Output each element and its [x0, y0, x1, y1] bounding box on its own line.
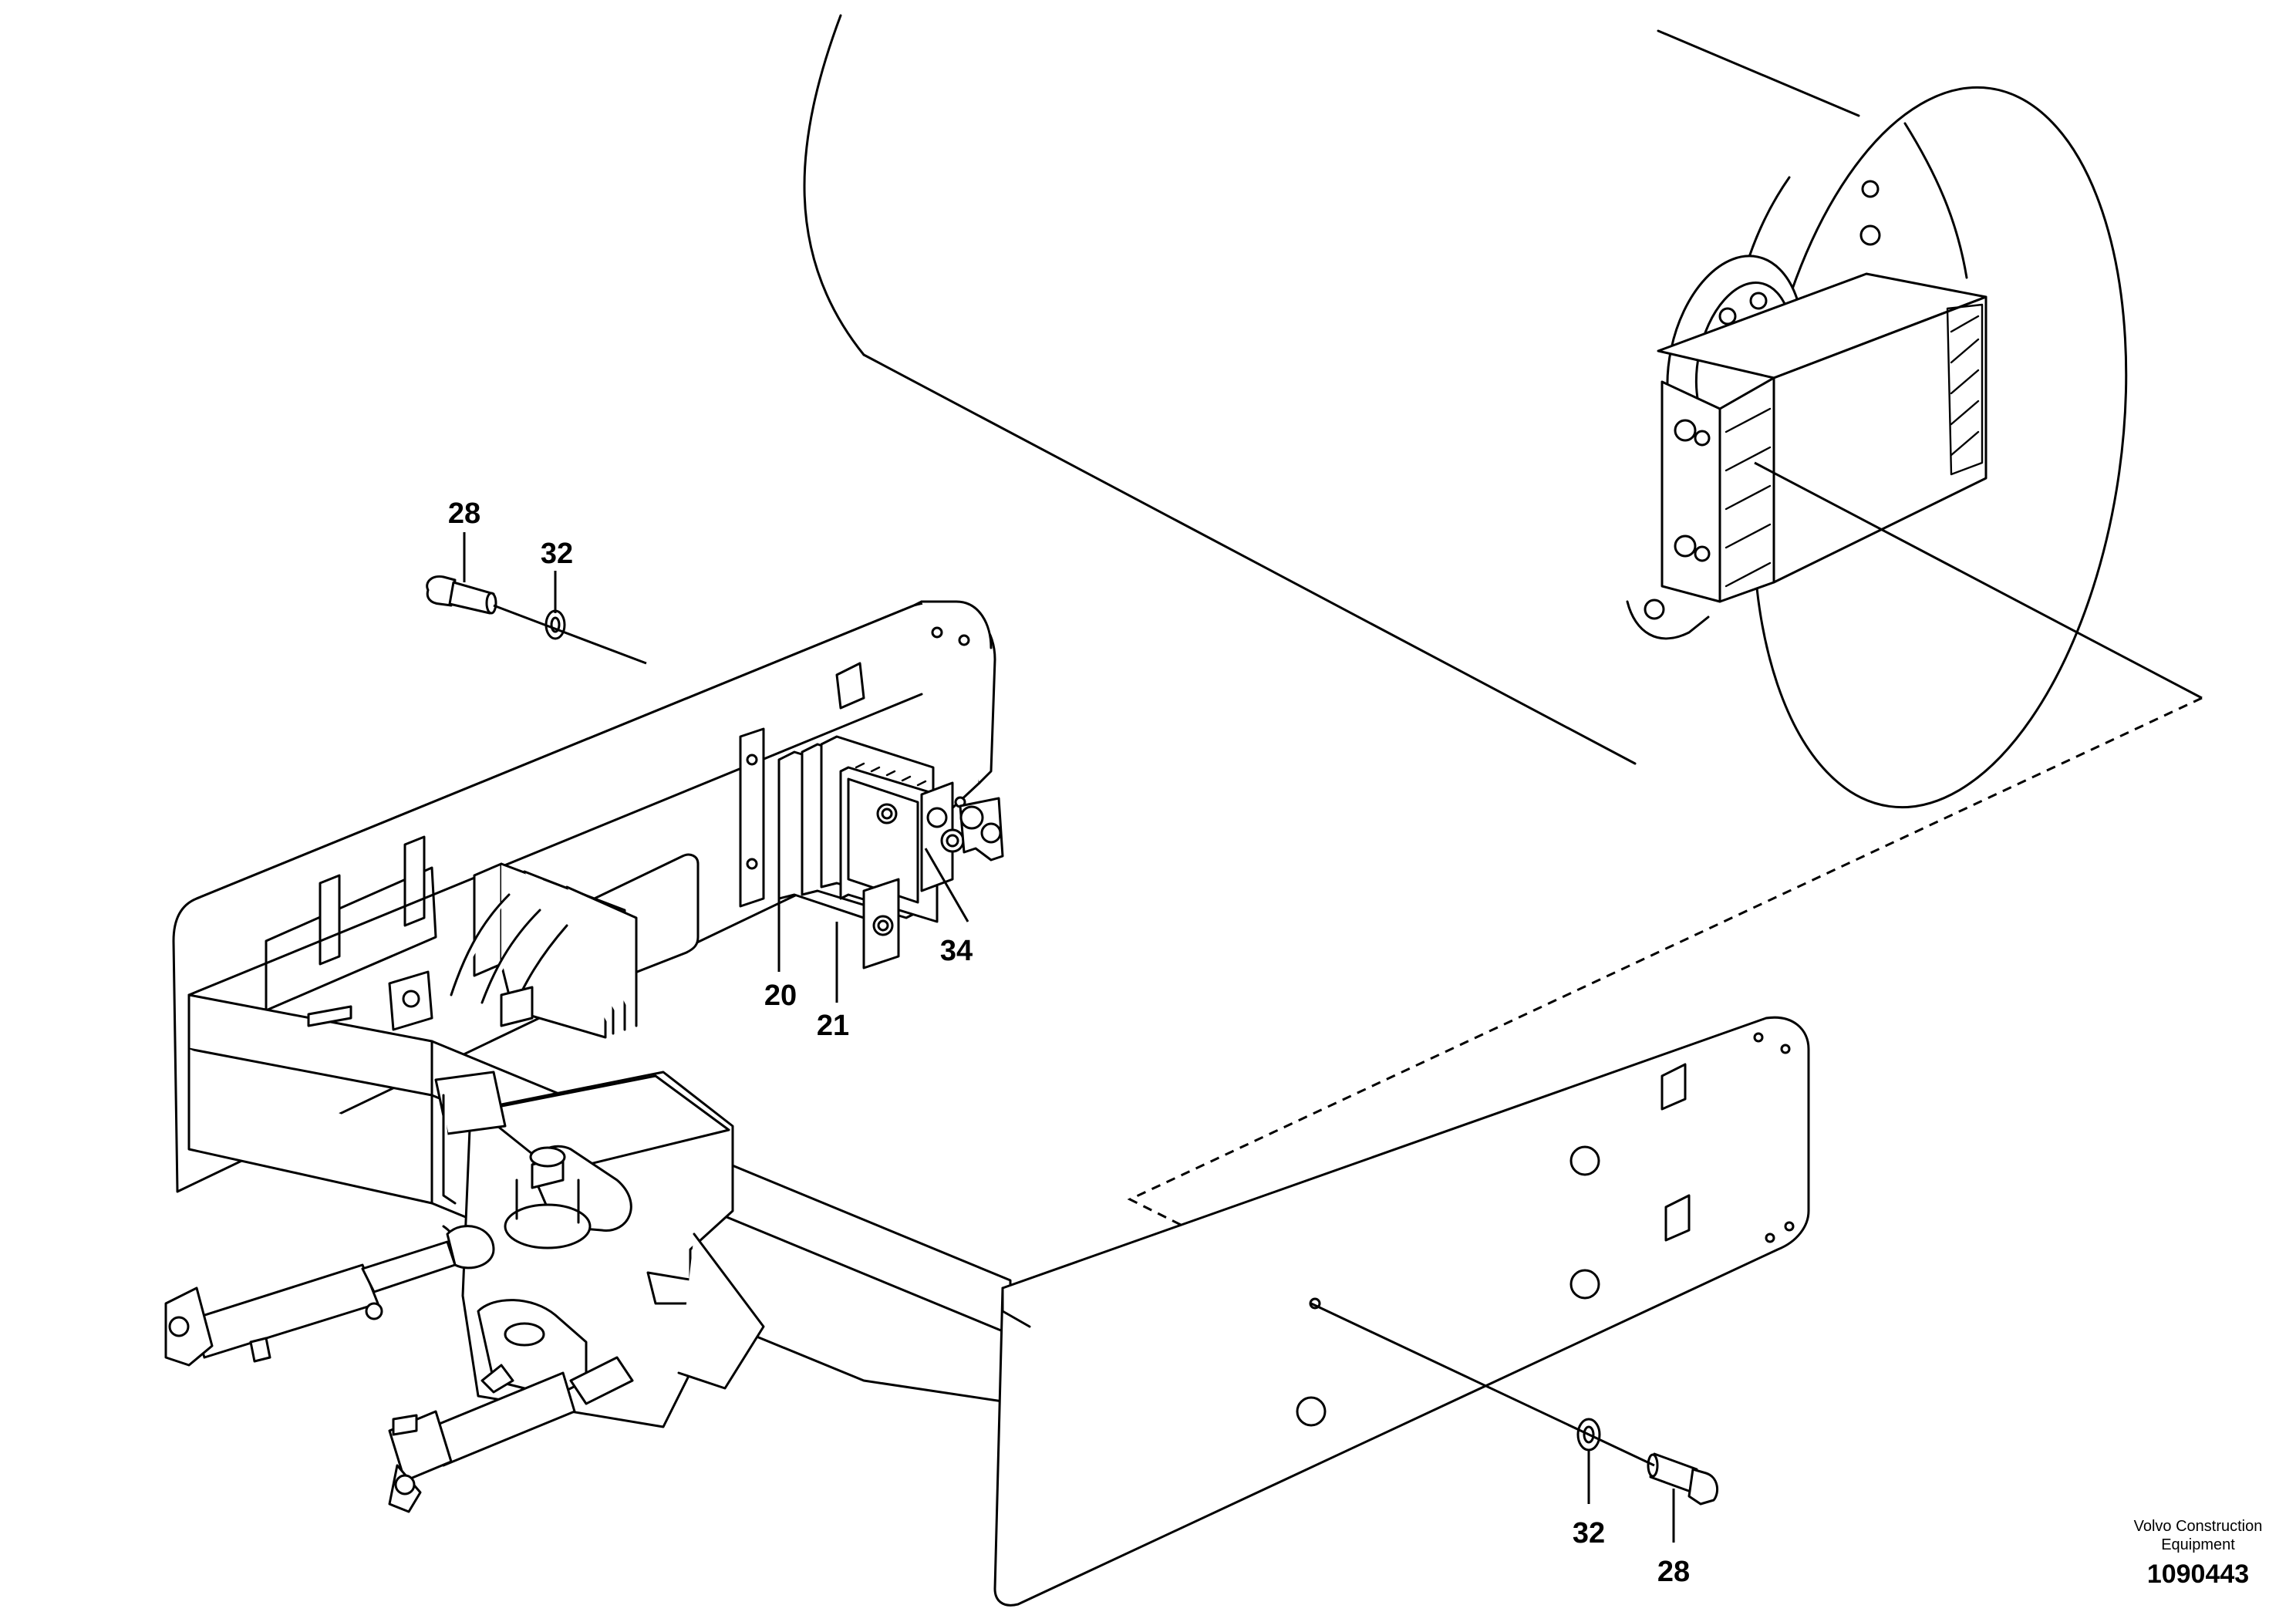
callout-20: 20	[764, 980, 797, 1012]
steering-cylinder-upper	[164, 1225, 495, 1367]
callout-32-top: 32	[541, 538, 573, 570]
callout-32-bottom: 32	[1573, 1517, 1605, 1549]
callout-21: 21	[817, 1010, 849, 1042]
drum-body	[803, 14, 1860, 765]
drum-bracket-box	[1626, 180, 1988, 640]
bolt-28-top	[426, 575, 497, 615]
bolt-28-bottom	[1647, 1452, 1719, 1506]
rubber-element-stack-existing	[388, 862, 638, 1039]
bolt-axis-line-bottom	[1310, 1302, 1655, 1467]
callout-28-bottom: 28	[1657, 1556, 1690, 1588]
steering-cylinder-lower	[388, 1356, 634, 1513]
articulation-hitch	[434, 1071, 765, 1428]
alignment-dashed-line	[1127, 696, 2203, 1228]
callout-28-top: 28	[448, 497, 480, 530]
alignment-line-drum	[1754, 461, 2203, 700]
washer-32-top	[544, 609, 566, 640]
callout-34: 34	[940, 935, 973, 967]
credit-line-2: Equipment	[2161, 1536, 2235, 1553]
frame-right-side-plate	[993, 1016, 1810, 1607]
document-number: 1090443	[2147, 1560, 2249, 1589]
credit-line-1: Volvo Construction	[2134, 1518, 2263, 1535]
leader-34	[924, 848, 969, 922]
rubber-element-stack-new	[739, 727, 1004, 969]
bolt-axis-line-top	[493, 604, 647, 665]
